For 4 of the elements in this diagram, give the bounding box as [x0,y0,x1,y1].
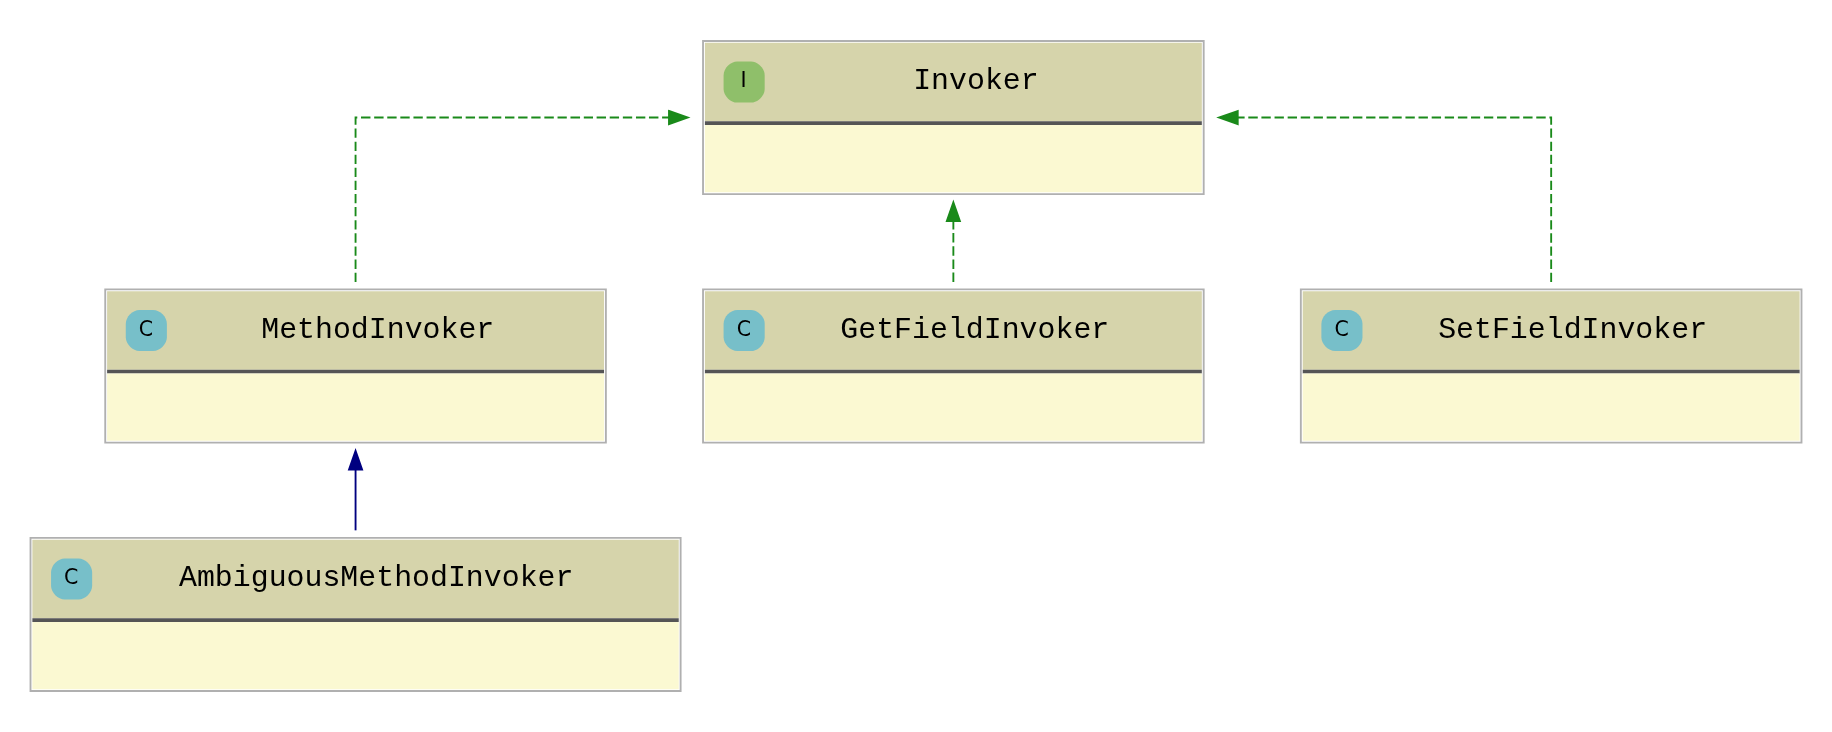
arrow [945,199,962,283]
arrow [354,109,691,283]
arrow [347,448,364,532]
arrow [1216,109,1553,283]
